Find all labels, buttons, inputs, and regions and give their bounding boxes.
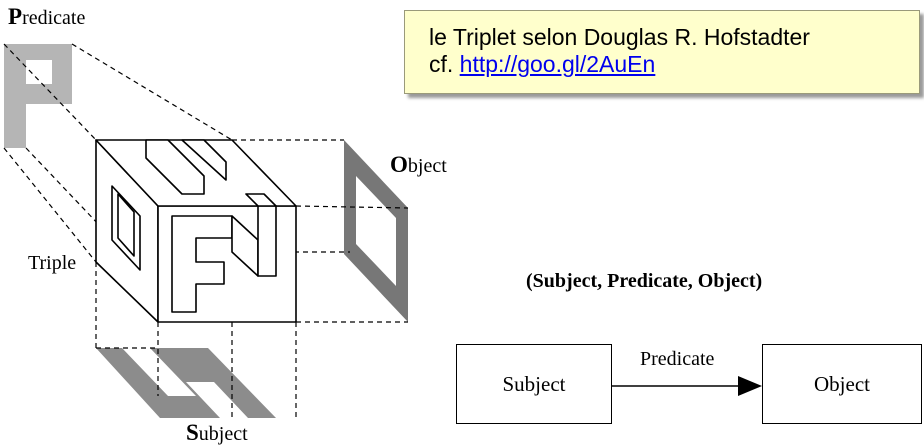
predicate-label: Predicate xyxy=(8,4,86,29)
subject-node: Subject xyxy=(456,344,612,424)
predicate-shadow-letter xyxy=(4,44,72,148)
triple-tuple-text: (Subject, Predicate, Object) xyxy=(526,270,763,292)
predicate-arrow xyxy=(612,376,762,396)
subject-shadow-letter xyxy=(96,348,276,418)
note-box: le Triplet selon Douglas R. Hofstadter c… xyxy=(404,10,920,94)
note-link[interactable]: http://goo.gl/2AuEn xyxy=(459,51,656,77)
object-shadow-frame xyxy=(344,140,408,322)
subject-node-label: Subject xyxy=(502,371,566,396)
note-reference: cf. http://goo.gl/2AuEn xyxy=(429,51,656,77)
object-node-label: Object xyxy=(814,371,870,396)
triple-block xyxy=(95,139,297,323)
object-node: Object xyxy=(762,344,922,424)
predicate-edge-label: Predicate xyxy=(640,348,715,370)
subject-label: Subject xyxy=(186,420,248,445)
note-title: le Triplet selon Douglas R. Hofstadter xyxy=(429,24,810,50)
triple-label: Triple xyxy=(28,252,77,274)
object-label: Object xyxy=(390,152,447,177)
